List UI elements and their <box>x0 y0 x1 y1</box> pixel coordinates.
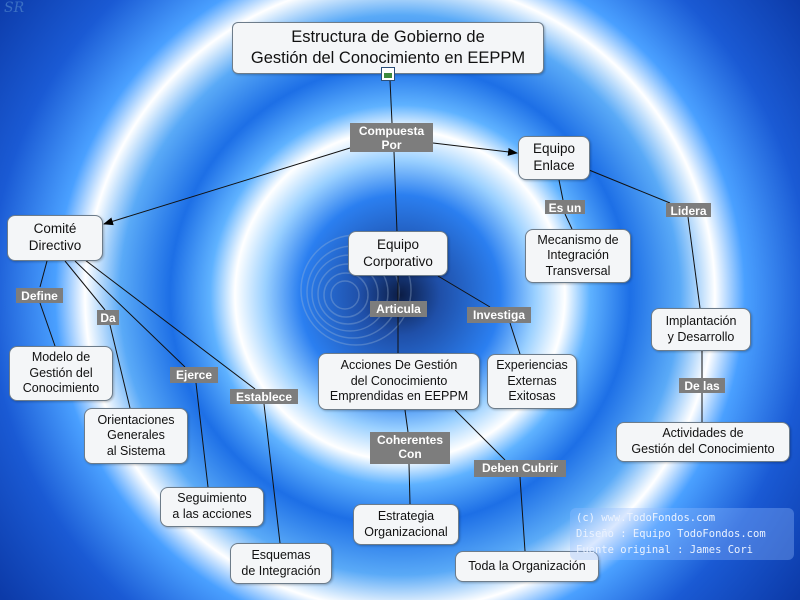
node-acciones[interactable]: Acciones De Gestión del Conocimiento Emp… <box>318 353 480 410</box>
link-label-es-un[interactable]: Es un <box>545 200 585 215</box>
node-experiencias[interactable]: Experiencias Externas Exitosas <box>487 354 577 409</box>
node-equipo-corporativo[interactable]: Equipo Corporativo <box>348 231 448 276</box>
edge-acciones-debencubrir <box>454 409 506 461</box>
edge-lidera-implantacion <box>687 216 701 309</box>
edge-title-compuesta <box>389 79 393 124</box>
edge-esun-mecanismo <box>564 213 573 230</box>
edge-establece-esquemas <box>263 403 281 544</box>
edge-acciones-coherentes <box>404 409 409 433</box>
signature-logo: SR <box>4 0 25 16</box>
link-label-establece[interactable]: Establece <box>230 389 298 404</box>
edge-investiga-experiencias <box>509 322 521 355</box>
edge-compuesta-comite <box>103 147 351 226</box>
credits-line-1: (c) www.TodoFondos.com <box>576 512 716 524</box>
link-label-da[interactable]: Da <box>97 310 119 325</box>
node-implantacion[interactable]: Implantación y Desarrollo <box>651 308 751 351</box>
link-label-coherentes-con[interactable]: Coherentes Con <box>370 432 450 464</box>
edge-enlace-lidera <box>588 169 671 204</box>
link-label-lidera[interactable]: Lidera <box>666 203 711 218</box>
edge-comite-establece <box>84 259 256 390</box>
edge-define-modelo <box>39 302 56 347</box>
edge-corporativo-investiga <box>437 275 491 308</box>
link-label-de-las[interactable]: De las <box>679 378 725 393</box>
node-estrategia[interactable]: Estrategia Organizacional <box>353 504 459 545</box>
edge-ejerce-seguimiento <box>195 382 209 488</box>
node-esquemas[interactable]: Esquemas de Integración <box>230 543 332 584</box>
credits-line-3: Fuente original : James Cori <box>576 543 754 556</box>
node-modelo[interactable]: Modelo de Gestión del Conocimiento <box>9 346 113 401</box>
node-mecanismo[interactable]: Mecanismo de Integración Transversal <box>525 229 631 283</box>
node-actividades[interactable]: Actividades de Gestión del Conocimiento <box>616 422 790 462</box>
edge-coherentes-estrategia <box>408 463 411 505</box>
edge-debencubrir-toda <box>519 476 526 552</box>
link-label-compuesta-por[interactable]: Compuesta Por <box>350 123 433 152</box>
node-equipo-enlace[interactable]: Equipo Enlace <box>518 136 590 180</box>
edge-enlace-esun <box>558 179 564 201</box>
edge-comite-define <box>39 260 48 288</box>
link-label-ejerce[interactable]: Ejerce <box>170 367 218 383</box>
node-orientaciones[interactable]: Orientaciones Generales al Sistema <box>84 408 188 464</box>
link-label-deben-cubrir[interactable]: Deben Cubrir <box>474 460 566 477</box>
link-label-articula[interactable]: Articula <box>370 301 427 317</box>
edge-compuesta-corporativo <box>393 151 398 233</box>
link-label-define[interactable]: Define <box>16 288 63 303</box>
edge-comite-ejerce <box>74 260 186 368</box>
attachment-icon[interactable] <box>381 67 395 81</box>
node-toda-organizacion[interactable]: Toda la Organización <box>455 551 599 582</box>
edge-compuesta-enlace <box>432 142 518 156</box>
link-label-investiga[interactable]: Investiga <box>467 307 531 323</box>
node-seguimiento[interactable]: Seguimiento a las acciones <box>160 487 264 527</box>
credits-watermark: (c) www.TodoFondos.com Diseño : Equipo T… <box>570 508 794 560</box>
edge-da-orientaciones <box>109 324 131 409</box>
edge-comite-da <box>64 260 106 311</box>
credits-line-2: Diseño : Equipo TodoFondos.com <box>576 527 766 540</box>
node-comite-directivo[interactable]: Comité Directivo <box>7 215 103 261</box>
